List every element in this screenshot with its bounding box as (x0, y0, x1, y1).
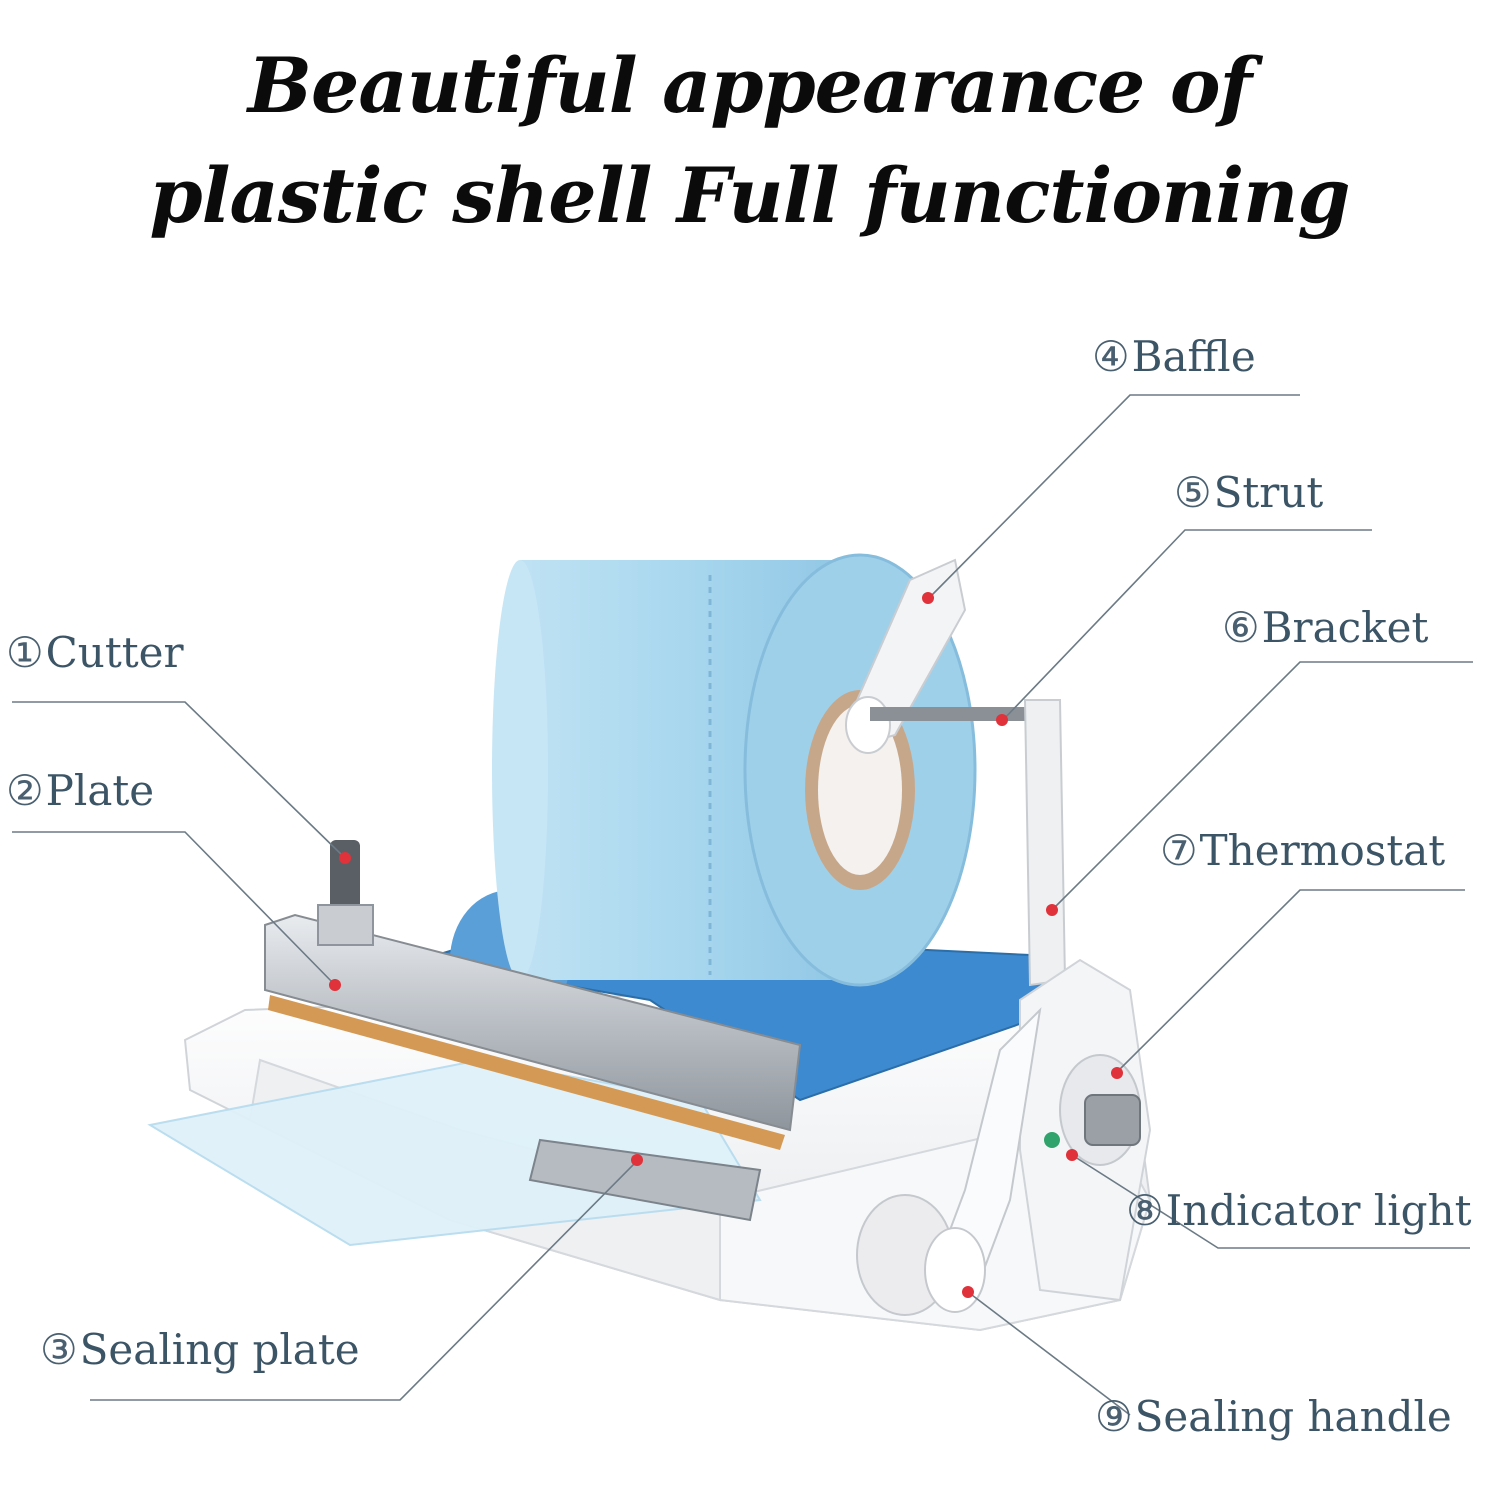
label-thermostat: ⑦Thermostat (1160, 826, 1445, 876)
title-line-1: Beautiful appearance of (247, 41, 1252, 130)
side-housing (1019, 958, 1152, 1302)
label-sealing-plate-number: ③ (40, 1325, 78, 1374)
label-cutter-number: ① (6, 628, 44, 677)
marker-sealing-plate (631, 1154, 643, 1166)
marker-bracket (1046, 904, 1058, 916)
lower-plate (528, 1138, 762, 1222)
label-plate: ②Plate (6, 766, 154, 816)
marker-baffle (922, 592, 934, 604)
label-plate-number: ② (6, 766, 44, 815)
marker-indicator-light (1066, 1149, 1078, 1161)
label-thermostat-number: ⑦ (1160, 826, 1198, 875)
sealing-bar (264, 913, 802, 1150)
marker-strut (996, 714, 1008, 726)
label-thermostat-text: Thermostat (1199, 826, 1446, 875)
paper-roll (492, 553, 977, 987)
label-baffle: ④Baffle (1092, 332, 1256, 382)
label-sealing-handle: ⑨Sealing handle (1095, 1392, 1452, 1442)
marker-sealing-handle (962, 1286, 974, 1298)
title-line-2: plastic shell Full functioning (149, 151, 1350, 240)
cutter (317, 840, 374, 946)
label-strut-number: ⑤ (1174, 468, 1212, 517)
label-cutter: ①Cutter (6, 628, 184, 678)
marker-thermostat (1111, 1067, 1123, 1079)
label-plate-text: Plate (45, 766, 155, 815)
label-sealing-handle-number: ⑨ (1095, 1392, 1133, 1441)
markers (329, 592, 1123, 1298)
leader-lines (12, 394, 1473, 1416)
label-strut: ⑤Strut (1174, 468, 1323, 518)
label-bracket-text: Bracket (1261, 603, 1429, 652)
sealing-handle (856, 1007, 1042, 1316)
label-cutter-text: Cutter (45, 628, 184, 677)
label-strut-text: Strut (1213, 468, 1324, 517)
label-indicator-light: ⑧Indicator light (1126, 1186, 1471, 1236)
label-sealing-plate-text: Sealing plate (79, 1325, 360, 1374)
marker-cutter (339, 852, 351, 864)
label-sealing-plate: ③Sealing plate (40, 1325, 360, 1375)
label-indicator-light-number: ⑧ (1126, 1186, 1164, 1235)
label-indicator-light-text: Indicator light (1165, 1186, 1472, 1235)
label-sealing-handle-text: Sealing handle (1134, 1392, 1452, 1441)
label-baffle-number: ④ (1092, 332, 1130, 381)
label-bracket-number: ⑥ (1222, 603, 1260, 652)
label-baffle-text: Baffle (1131, 332, 1256, 381)
film-strip (147, 1058, 762, 1247)
marker-plate (329, 979, 341, 991)
label-bracket: ⑥Bracket (1222, 603, 1428, 653)
